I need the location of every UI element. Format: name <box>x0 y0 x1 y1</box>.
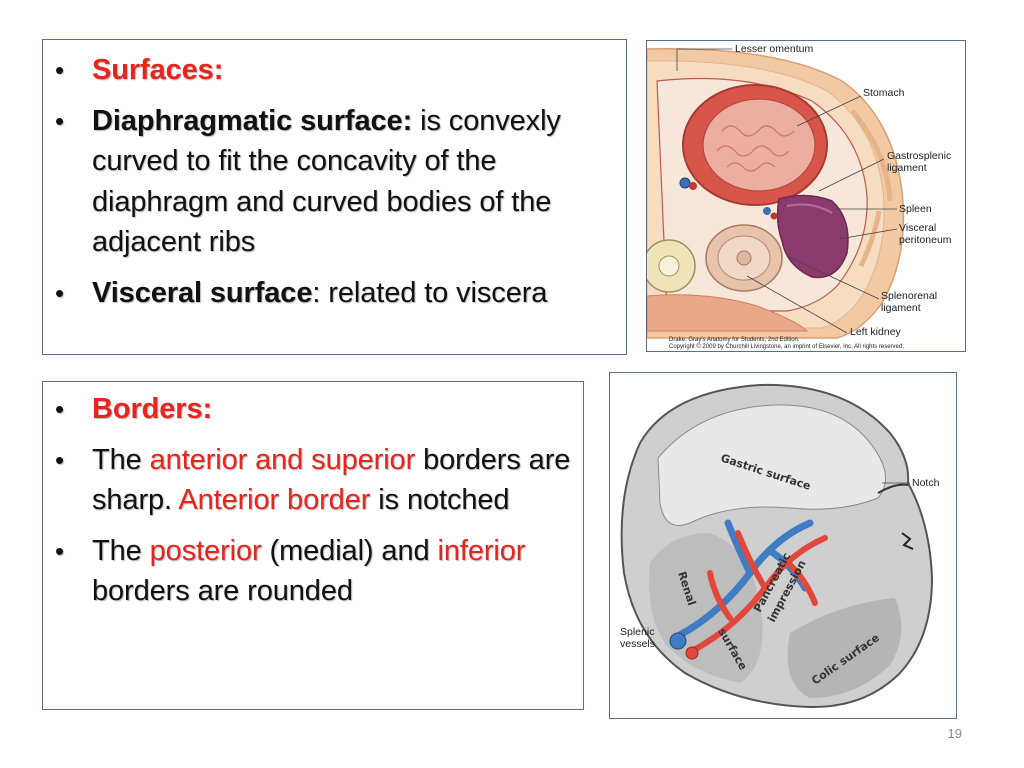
borders-item1-end: is notched <box>370 484 510 516</box>
figure-caption-2: Copyright © 2009 by Churchill Livingston… <box>669 343 904 350</box>
borders-box: • Borders: • The anterior and superior b… <box>42 381 584 710</box>
borders-item2-the: The <box>92 534 150 567</box>
borders-item1-mid: borders are sharp. <box>92 443 571 517</box>
surfaces-list: • Surfaces: • Diaphragmatic surface: is … <box>43 50 626 313</box>
borders-list: • Borders: • The anterior and superior b… <box>43 389 583 612</box>
visceral-item: • Visceral surface: related to viscera <box>43 273 626 314</box>
bullet-icon: • <box>55 105 65 136</box>
label-stomach: Stomach <box>863 87 905 99</box>
borders-item1-the: The <box>92 443 150 476</box>
label-notch: Notch <box>912 477 940 489</box>
cross-section-figure: Lesser omentum Stomach Gastrosplenic lig… <box>646 40 966 352</box>
surfaces-box: • Surfaces: • Diaphragmatic surface: is … <box>42 39 627 355</box>
diaphragmatic-item: • Diaphragmatic surface: is convexly cur… <box>43 101 626 263</box>
label-splenic-vessels: vessels <box>620 638 655 650</box>
surfaces-heading-item: • Surfaces: <box>43 50 626 91</box>
borders-heading: Borders: <box>92 393 213 425</box>
bullet-icon: • <box>55 277 65 308</box>
bullet-icon: • <box>55 444 65 475</box>
cross-section-illustration: Lesser omentum Stomach Gastrosplenic lig… <box>647 41 964 350</box>
borders-item2-red2: inferior <box>437 534 526 567</box>
diaphragmatic-text: is convexly curved to fit the concavity … <box>92 104 561 259</box>
label-gastrosplenic: Gastrosplenic <box>887 150 951 162</box>
label-visceral: Visceral <box>899 222 936 234</box>
figure-caption-1: Drake: Gray's Anatomy for Students, 2nd … <box>669 337 800 343</box>
label-visceral-2: peritoneum <box>899 234 952 246</box>
borders-item1-red2: Anterior border <box>178 484 371 516</box>
label-spleen: Spleen <box>899 203 932 215</box>
bullet-icon: • <box>55 394 65 424</box>
borders-item2-end: borders are rounded <box>92 575 353 607</box>
visceral-term: Visceral surface <box>92 276 313 309</box>
label-left-kidney: Left kidney <box>850 326 902 338</box>
spleen-illustration: Gastric surface Notch Renal surface Panc… <box>610 373 955 717</box>
borders-item2-mid: (medial) and <box>261 534 438 567</box>
borders-item1-red1: anterior and superior <box>149 443 416 476</box>
page-number: 19 <box>947 726 962 741</box>
bullet-icon: • <box>55 535 65 566</box>
label-splenorenal-2: ligament <box>881 302 921 314</box>
bullet-icon: • <box>55 55 65 85</box>
spleen-visceral-figure: Gastric surface Notch Renal surface Panc… <box>609 372 957 719</box>
label-lesser-omentum: Lesser omentum <box>735 43 813 55</box>
diaphragmatic-term: Diaphragmatic surface: <box>92 104 413 137</box>
borders-heading-item: • Borders: <box>43 389 583 430</box>
borders-item2-red1: posterior <box>149 534 262 567</box>
label-splenorenal: Splenorenal <box>881 290 937 302</box>
label-splenic: Splenic <box>620 626 654 638</box>
label-gastrosplenic-2: ligament <box>887 162 927 174</box>
borders-item-sharp: • The anterior and superior borders are … <box>43 440 583 521</box>
borders-item-rounded: • The posterior (medial) and inferior bo… <box>43 531 583 612</box>
surfaces-heading: Surfaces: <box>92 54 224 86</box>
visceral-text: : related to viscera <box>312 276 548 309</box>
